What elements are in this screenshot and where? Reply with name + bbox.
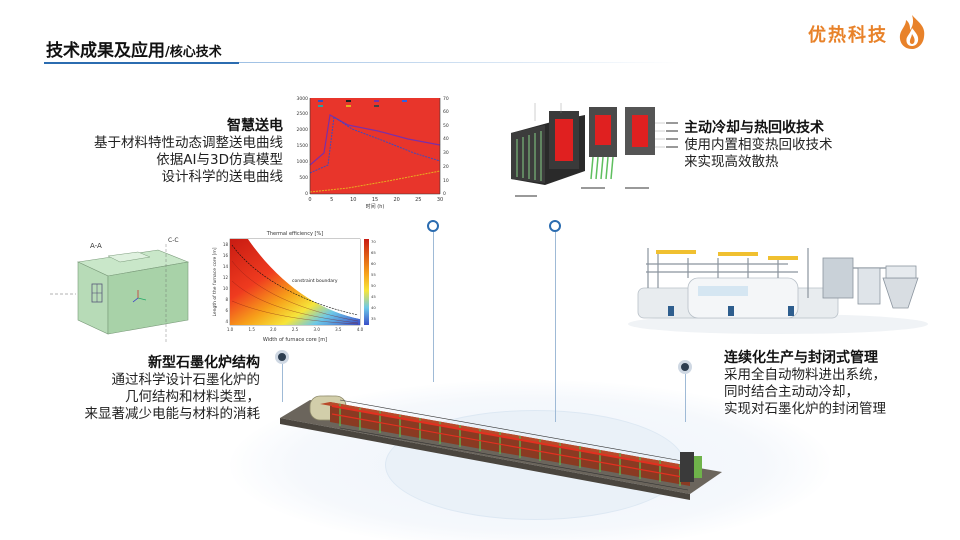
production-line-illustration [628,248,928,334]
thermal-cbtick: 70 [371,239,376,244]
cooling-title: 主动冷却与热回收技术 [684,120,824,136]
power-xtick: 15 [372,197,378,203]
connector-line [282,362,283,402]
thermal-xtick: 1.0 [227,327,234,332]
thermal-ytick: 14 [223,264,229,269]
furnace-structure-title: 新型石墨化炉结构 [148,355,260,371]
power-xtick: 10 [350,197,356,203]
power-xlabel: 时间 (h) [366,203,385,210]
page-title: 技术成果及应用/核心技术 [46,36,222,61]
connector-line [555,232,556,422]
power-xtick: 25 [415,197,421,203]
thermal-cbtick: 40 [371,305,376,310]
furnace-structure-block: 新型石墨化炉结构 通过科学设计石墨化炉的 几何结构和材料类型， 来显著减少电能与… [30,352,261,423]
thermal-ytick: 18 [223,242,229,247]
thermal-xtick: 1.5 [249,327,256,332]
thermal-ytick: 6 [225,308,228,313]
thermal-cbtick: 45 [371,294,376,299]
cooling-line: 来实现高效散热 [684,154,779,170]
power-y2tick: 50 [443,123,449,129]
thermal-ytick: 12 [223,275,229,280]
power-y2tick: 10 [443,178,449,184]
furnace-structure-line: 几何结构和材料类型， [125,389,260,405]
thermal-xlabel: Width of furnace core [m] [263,337,327,343]
power-xtick: 5 [330,197,333,203]
power-xtick: 30 [437,197,443,203]
cad-model-illustration: A-A C-C [38,222,210,350]
power-ytick: 3000 [297,96,309,102]
continuous-line: 采用全自动物料进出系统， [724,367,886,383]
cooling-block: 主动冷却与热回收技术 使用内置相变热回收技术 来实现高效散热 [684,117,934,171]
cooling-illustration [505,93,685,205]
graphitization-furnace-model [280,395,722,500]
thermal-xtick: 4.0 [357,327,364,332]
thermal-cbtick: 65 [371,250,376,255]
thermal-xtick: 3.5 [335,327,342,332]
connector-dot-dark [678,360,692,374]
connector-dot [427,220,439,232]
page-title-main: 技术成果及应用 [46,41,165,61]
flame-logo-icon [899,15,925,49]
power-y2tick: 30 [443,150,449,156]
thermal-xtick: 3.0 [314,327,321,332]
power-ytick: 0 [305,191,308,197]
continuous-line: 实现对石墨化炉的封闭管理 [724,401,886,417]
connector-line [433,232,434,382]
smart-power-line: 依据AI与3D仿真模型 [156,152,283,168]
power-y2tick: 60 [443,109,449,115]
continuous-block: 连续化生产与封闭式管理 采用全自动物料进出系统， 同时结合主动动冷却， 实现对石… [724,347,944,418]
power-xtick: 0 [308,197,311,203]
thermal-ytick: 10 [223,286,229,291]
plot-area [310,98,440,194]
page-title-sub: /核心技术 [165,45,222,60]
thermal-cbtick: 60 [371,261,376,266]
continuous-title: 连续化生产与封闭式管理 [724,350,878,366]
power-y2tick: 20 [443,164,449,170]
power-curve-chart: 0 5 10 15 20 25 30 时间 (h) 0 500 1000 150… [288,93,458,211]
continuous-line: 同时结合主动动冷却， [724,384,859,400]
cooling-line: 使用内置相变热回收技术 [684,137,833,153]
power-y2tick: 70 [443,96,449,102]
smart-power-line: 设计科学的送电曲线 [161,169,284,185]
thermal-xtick: 2.0 [270,327,277,332]
title-underline-fade [239,62,679,63]
power-ytick: 1000 [297,159,309,165]
smart-power-title: 智慧送电 [227,118,283,134]
power-ytick: 500 [299,175,308,181]
thermal-xtick: 2.5 [292,327,299,332]
power-y2tick: 40 [443,136,449,142]
cad-label-c: C-C [168,237,179,244]
smart-power-block: 智慧送电 基于材料特性动态调整送电曲线 依据AI与3D仿真模型 设计科学的送电曲… [40,115,283,186]
brand-name: 优热科技 [808,25,888,46]
power-ytick: 1500 [297,143,309,149]
furnace-structure-line: 通过科学设计石墨化炉的 [111,372,261,388]
cad-label-a: A-A [90,242,102,250]
connector-line [685,372,686,422]
title-underline [44,62,239,64]
connector-dot-dark [275,350,289,364]
thermal-ylabel: Length of the furnace core [m] [212,247,218,316]
thermal-colorbar [364,239,369,325]
thermal-ytick: 8 [225,297,228,302]
power-ytick: 2500 [297,111,309,117]
thermal-cbtick: 55 [371,272,376,277]
thermal-cbtick: 50 [371,283,376,288]
power-ytick: 2000 [297,127,309,133]
thermal-ytick: 4 [225,319,228,324]
thermal-efficiency-chart: Thermal efficiency [%] constraint bounda… [210,225,382,345]
thermal-ytick: 16 [223,253,229,258]
power-y2tick: 0 [443,191,446,197]
power-xtick: 20 [394,197,400,203]
smart-power-line: 基于材料特性动态调整送电曲线 [94,135,283,151]
thermal-annotation: constraint boundary [292,278,338,284]
furnace-structure-line: 来显著减少电能与材料的消耗 [84,406,261,422]
thermal-cbtick: 35 [371,316,376,321]
thermal-title: Thermal efficiency [%] [266,231,323,237]
connector-dot [549,220,561,232]
